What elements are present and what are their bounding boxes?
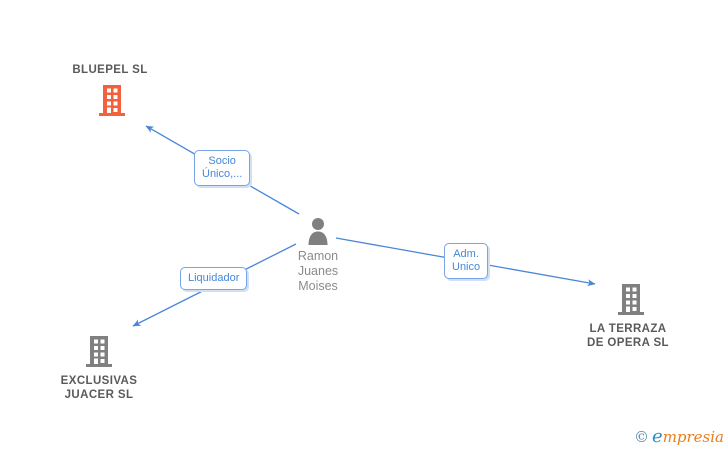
company-node-terraza[interactable] (617, 284, 645, 320)
edge-label-socio-unico[interactable]: Socio Único,... (194, 150, 251, 186)
company-label-terraza[interactable]: LA TERRAZA DE OPERA SL (578, 322, 678, 350)
empresia-logo[interactable]: ©empresia (634, 426, 724, 447)
company-name-line: LA TERRAZA (589, 323, 667, 335)
person-node-ramon[interactable] (304, 217, 332, 250)
person-icon (308, 218, 328, 245)
building-icon (86, 336, 112, 367)
person-name-line: Ramon (297, 249, 339, 263)
brand-initial: e (652, 426, 663, 447)
company-label-bluepel[interactable]: BLUEPEL SL (72, 64, 148, 76)
company-name-line: EXCLUSIVAS (60, 375, 138, 387)
person-name-line: Juanes (297, 264, 339, 278)
edge-label-liquidador[interactable]: Liquidador (180, 267, 248, 290)
edge-label-adm-unico[interactable]: Adm. Unico (444, 243, 489, 279)
building-icon (99, 85, 125, 116)
company-name-line: DE OPERA SL (587, 337, 669, 349)
company-name-line: JUACER SL (64, 389, 134, 401)
company-node-exclusivas[interactable] (85, 336, 113, 372)
edge-label-line: Único,... (202, 168, 243, 180)
copyright-icon: © (634, 428, 650, 446)
building-icon (618, 284, 644, 315)
edge-label-line: Socio (208, 155, 236, 167)
person-label-ramon[interactable]: Ramon Juanes Moises (288, 249, 348, 294)
edge-label-line: Unico (452, 261, 481, 273)
person-name-line: Moises (298, 279, 338, 293)
edge-label-line: Adm. (453, 248, 479, 260)
edge-label-line: Liquidador (188, 272, 240, 284)
brand-text: mpresia (662, 428, 724, 446)
company-label-exclusivas[interactable]: EXCLUSIVAS JUACER SL (49, 374, 149, 402)
company-node-bluepel[interactable] (98, 85, 126, 121)
